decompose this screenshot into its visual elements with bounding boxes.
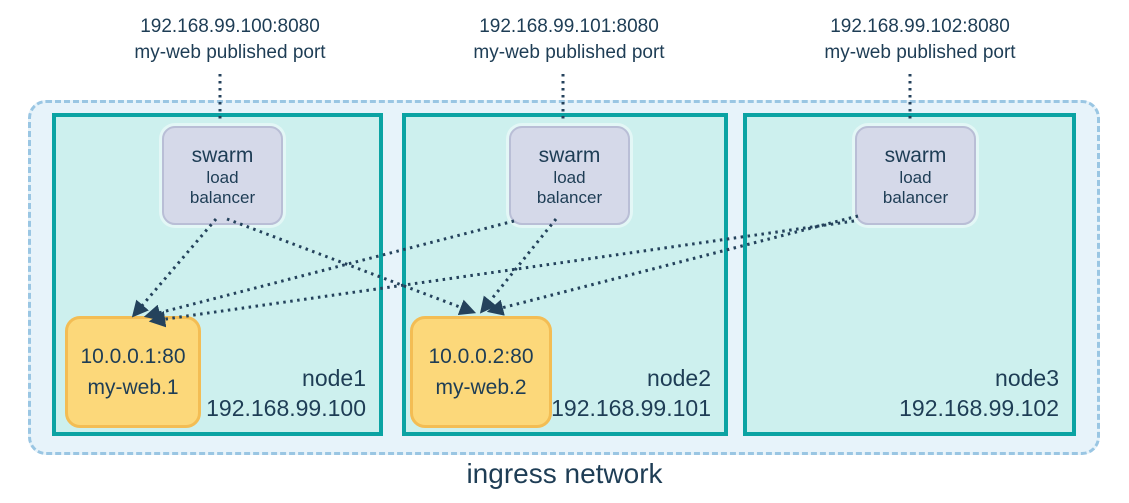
task-address: 10.0.0.1:80 (80, 344, 186, 368)
node-name: node2 (647, 365, 711, 392)
lb-line: swarm (538, 143, 601, 167)
swarm-load-balancer-node2: swarm load balancer (509, 126, 630, 225)
swarm-load-balancer-node3: swarm load balancer (855, 126, 976, 225)
swarm-load-balancer-node1: swarm load balancer (162, 126, 283, 225)
node-label: node3 192.168.99.102 (899, 364, 1059, 424)
node-box-node3: swarm load balancer node3 192.168.99.102 (743, 113, 1076, 436)
lb-line: swarm (884, 143, 947, 167)
ingress-network-label: ingress network (466, 458, 663, 489)
lb-line: balancer (536, 187, 603, 207)
node-label: node2 192.168.99.101 (551, 364, 711, 424)
node-name: node1 (302, 365, 366, 392)
published-port-caption: my-web published port (473, 41, 665, 63)
published-port-caption: my-web published port (134, 41, 326, 63)
lb-line: load (206, 168, 239, 188)
task-name: my-web.2 (435, 376, 527, 399)
published-port-caption: my-web published port (824, 41, 1016, 63)
node-ip: 192.168.99.101 (551, 395, 711, 422)
task-box-my-web-2: 10.0.0.2:80 my-web.2 (410, 316, 552, 428)
task-box-my-web-1: 10.0.0.1:80 my-web.1 (65, 316, 201, 428)
node-ip: 192.168.99.100 (206, 395, 366, 422)
node-box-node1: swarm load balancer 10.0.0.1:80 my-web.1… (52, 113, 383, 436)
lb-line: swarm (191, 143, 254, 167)
node-label: node1 192.168.99.100 (206, 364, 366, 424)
task-name: my-web.1 (87, 376, 179, 399)
published-port-address: 192.168.99.100:8080 (140, 16, 320, 37)
published-port-label-1: 192.168.99.100:8080 my-web published por… (90, 14, 370, 65)
node-box-node2: swarm load balancer 10.0.0.2:80 my-web.2… (402, 113, 728, 436)
lb-line: load (899, 168, 932, 188)
published-port-label-3: 192.168.99.102:8080 my-web published por… (780, 14, 1060, 65)
lb-line: balancer (189, 187, 256, 207)
published-port-address: 192.168.99.101:8080 (479, 16, 659, 37)
node-name: node3 (995, 365, 1059, 392)
lb-line: balancer (882, 187, 949, 207)
published-port-label-2: 192.168.99.101:8080 my-web published por… (429, 14, 709, 65)
published-port-address: 192.168.99.102:8080 (830, 16, 1010, 37)
task-address: 10.0.0.2:80 (428, 344, 534, 368)
node-ip: 192.168.99.102 (899, 395, 1059, 422)
lb-line: load (553, 168, 586, 188)
